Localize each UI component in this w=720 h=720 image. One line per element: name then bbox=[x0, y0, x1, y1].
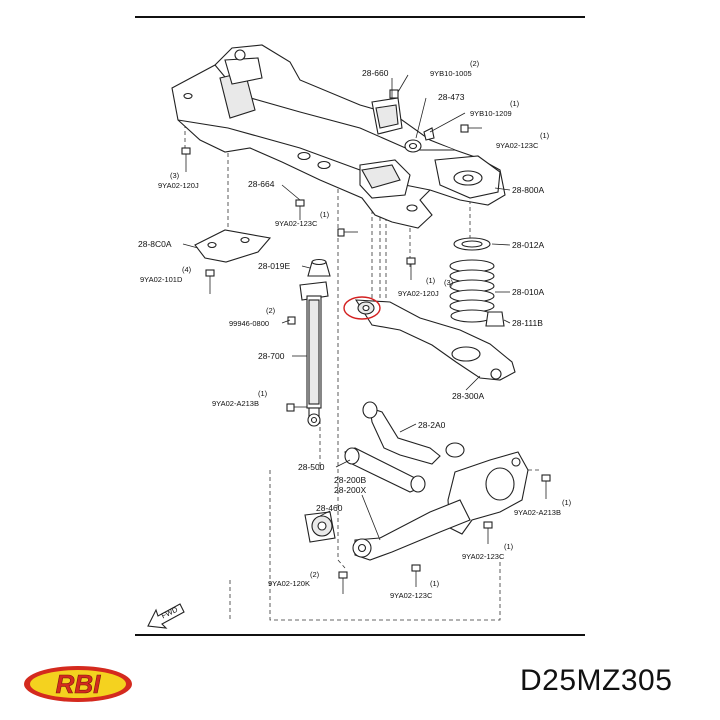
control-arm-28-2A0 bbox=[362, 401, 465, 465]
crossmember-28-800A bbox=[171, 44, 506, 229]
part-labels: 28-660 (2) 9YB10-1005 28-473 (1) 9YB10-1… bbox=[138, 59, 572, 600]
label-28-111B: 28-111B bbox=[512, 318, 543, 328]
bump-stop-28-111B bbox=[485, 311, 505, 327]
knuckle bbox=[447, 451, 529, 535]
label-28-019E: 28-019E bbox=[258, 261, 290, 271]
label-qty: (2) bbox=[470, 59, 480, 68]
label-qty: (1) bbox=[510, 99, 520, 108]
label-9YA02-101D: 9YA02-101D bbox=[140, 275, 183, 284]
label-qty: (2) bbox=[266, 306, 276, 315]
label-28-300A: 28-300A bbox=[452, 391, 484, 401]
bracket-28-8C0A bbox=[194, 229, 272, 263]
label-qty: (1) bbox=[320, 210, 330, 219]
bump-stop-28-019E bbox=[307, 258, 331, 277]
label-28-012A: 28-012A bbox=[512, 240, 544, 250]
label-9YA02-123C: 9YA02-123C bbox=[275, 219, 318, 228]
logo-inner-oval bbox=[30, 670, 126, 698]
label-qty: (1) bbox=[258, 389, 268, 398]
label-28-200X: 28-200X bbox=[334, 485, 366, 495]
label-28-8C0A: 28-8C0A bbox=[138, 239, 172, 249]
label-qty: (1) bbox=[504, 542, 514, 551]
rbi-logo: RBI bbox=[24, 666, 132, 702]
label-28-660: 28-660 bbox=[362, 68, 389, 78]
label-qty: (1) bbox=[430, 579, 440, 588]
label-9YB10-1209: 9YB10-1209 bbox=[470, 109, 512, 118]
label-28-2A0: 28-2A0 bbox=[418, 420, 446, 430]
bolt-icons bbox=[181, 124, 551, 594]
label-28-800A: 28-800A bbox=[512, 185, 544, 195]
label-9YA02-A213B: 9YA02-A213B bbox=[212, 399, 259, 408]
leader-lines bbox=[182, 74, 511, 541]
label-99946-0800: 99946-0800 bbox=[229, 319, 269, 328]
label-28-664: 28-664 bbox=[248, 179, 275, 189]
label-28-500: 28-500 bbox=[298, 462, 325, 472]
label-28-010A: 28-010A bbox=[512, 287, 544, 297]
spring-seat-28-012A bbox=[453, 237, 491, 251]
label-9YA02-120J: 9YA02-120J bbox=[158, 181, 199, 190]
bushing-28-460 bbox=[304, 511, 336, 543]
label-qty: (1) bbox=[562, 498, 572, 507]
coil-spring-28-010A bbox=[449, 259, 495, 323]
label-28-473: 28-473 bbox=[438, 92, 465, 102]
label-28-460: 28-460 bbox=[316, 503, 343, 513]
label-28-700: 28-700 bbox=[258, 351, 285, 361]
lower-arm-28-300A bbox=[354, 299, 516, 381]
label-qty: (1) bbox=[540, 131, 550, 140]
bracket-28-660 bbox=[371, 89, 403, 135]
shock-absorber-28-700 bbox=[299, 281, 329, 427]
label-qty: (2) bbox=[310, 570, 320, 579]
highlighted-bushing bbox=[343, 296, 381, 320]
label-qty: (3) bbox=[444, 278, 454, 287]
label-9YA02-123C: 9YA02-123C bbox=[462, 552, 505, 561]
logo-text: RBI bbox=[56, 669, 102, 699]
label-9YA02-123C: 9YA02-123C bbox=[390, 591, 433, 600]
control-arm-28-500 bbox=[344, 447, 426, 493]
label-qty: (3) bbox=[170, 171, 180, 180]
label-9YB10-1005: 9YB10-1005 bbox=[430, 69, 472, 78]
label-qty: (4) bbox=[182, 265, 192, 274]
label-qty: (1) bbox=[426, 276, 436, 285]
label-28-200B: 28-200B bbox=[334, 475, 366, 485]
label-9YA02-120K: 9YA02-120K bbox=[268, 579, 310, 588]
label-9YA02-A213B: 9YA02-A213B bbox=[514, 508, 561, 517]
label-9YA02-120J: 9YA02-120J bbox=[398, 289, 439, 298]
fwd-arrow: FWD bbox=[147, 603, 185, 629]
trailing-arm-28-200B bbox=[352, 499, 471, 561]
label-9YA02-123C: 9YA02-123C bbox=[496, 141, 539, 150]
part-number: D25MZ305 bbox=[520, 664, 673, 697]
